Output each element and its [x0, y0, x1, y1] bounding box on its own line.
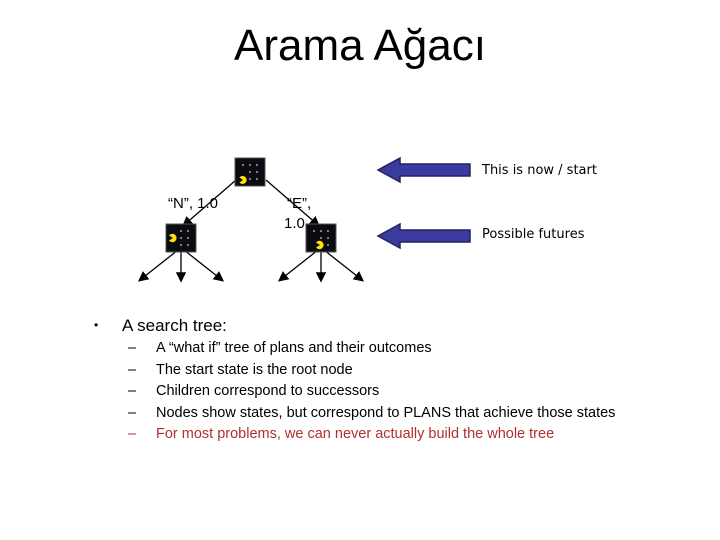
- edge-right-child-1: [277, 249, 319, 282]
- bullet-text: A search tree:: [122, 316, 227, 335]
- subbullet-list: –A “what if” tree of plans and their out…: [128, 338, 615, 446]
- children-annotation: Possible futures: [482, 227, 585, 242]
- root-annotation: This is now / start: [482, 163, 597, 178]
- edge-east-label-line1: “E”,: [287, 195, 312, 212]
- subbullet-item: –Children correspond to successors: [128, 383, 380, 399]
- slide-title: Arama Ağacı: [234, 21, 486, 70]
- subbullet-item: –A “what if” tree of plans and their out…: [128, 340, 432, 356]
- edge-left-child-1: [137, 249, 179, 282]
- subbullet-item: –Nodes show states, but correspond to PL…: [128, 404, 616, 421]
- subbullet-item-highlighted: –For most problems, we can never actuall…: [128, 426, 555, 442]
- arrow-left-icon: [376, 156, 471, 184]
- edge-north: [182, 179, 237, 227]
- pacman-state-icon: [239, 164, 258, 184]
- bullet-marker: •: [94, 318, 99, 332]
- edge-east-label-line2: 1.0: [284, 215, 305, 232]
- edge-right-child-3: [323, 249, 365, 282]
- edge-north-label: “N”, 1.0: [168, 195, 219, 212]
- subbullet-item: –The start state is the root node: [128, 361, 353, 378]
- edge-east: [265, 179, 320, 227]
- edge-left-child-3: [183, 249, 225, 282]
- root-node: [234, 157, 266, 187]
- left-child-node: [165, 223, 197, 253]
- right-child-node: [305, 223, 337, 253]
- arrow-left-icon: [376, 222, 471, 250]
